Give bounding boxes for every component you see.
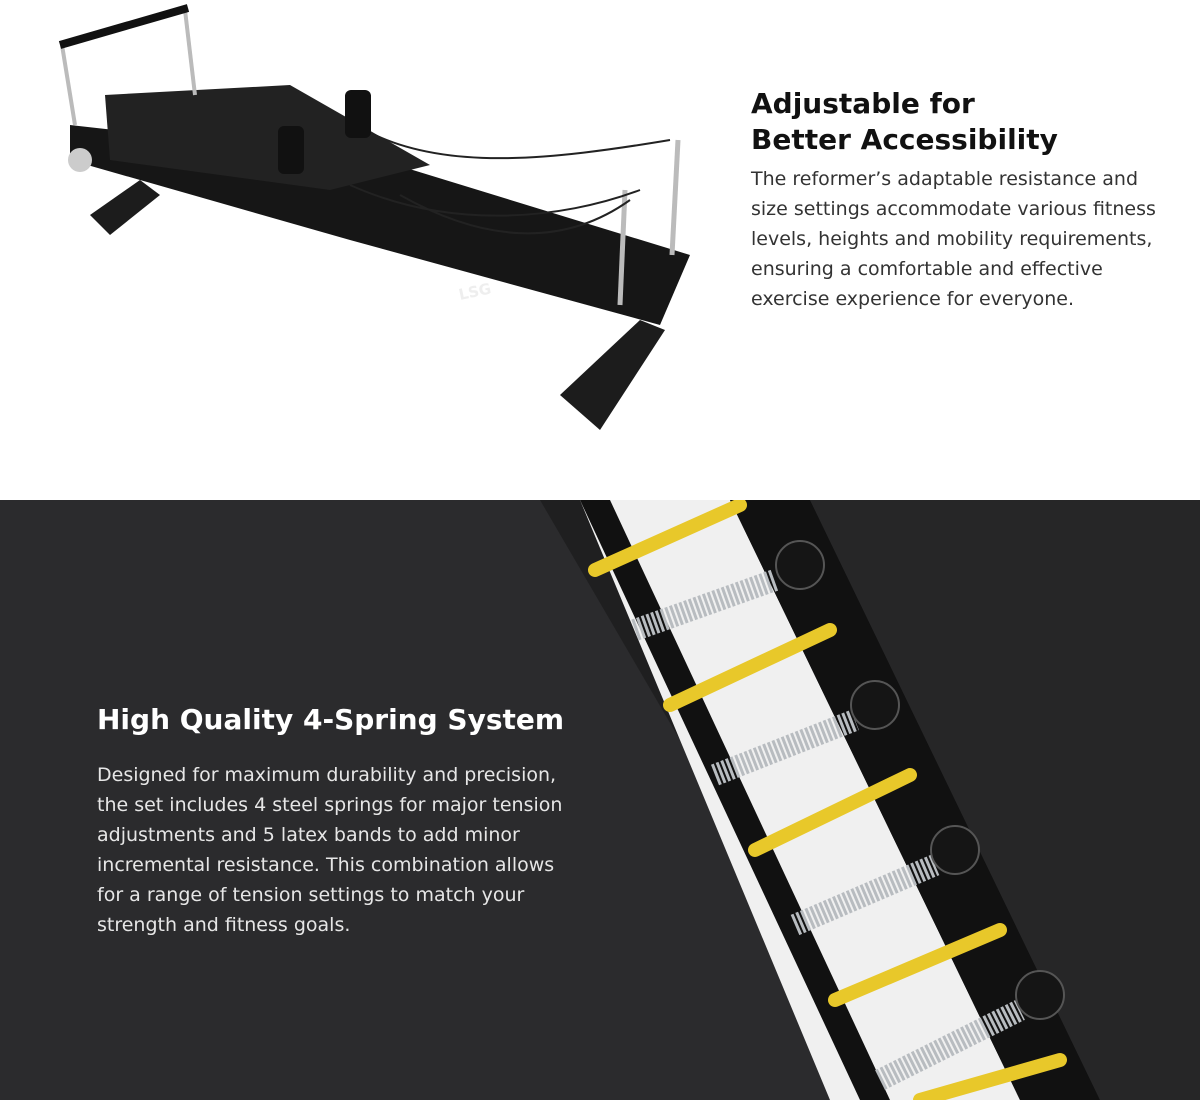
- heading-line-2: Better Accessibility: [751, 123, 1058, 156]
- reformer-product-image: LSG: [58, 4, 690, 430]
- spring-heading: High Quality 4-Spring System: [97, 703, 565, 736]
- product-logo: LSG: [457, 280, 493, 304]
- spring-system-section: High Quality 4-Spring System Designed fo…: [0, 500, 1200, 1100]
- heading-line-1: Adjustable for: [751, 87, 975, 120]
- accessibility-body: The reformer’s adaptable resistance and …: [751, 168, 1156, 310]
- spring-closeup-image: [540, 500, 1200, 1100]
- spring-body: Designed for maximum durability and prec…: [97, 764, 563, 936]
- spring-text: High Quality 4-Spring System Designed fo…: [97, 702, 567, 940]
